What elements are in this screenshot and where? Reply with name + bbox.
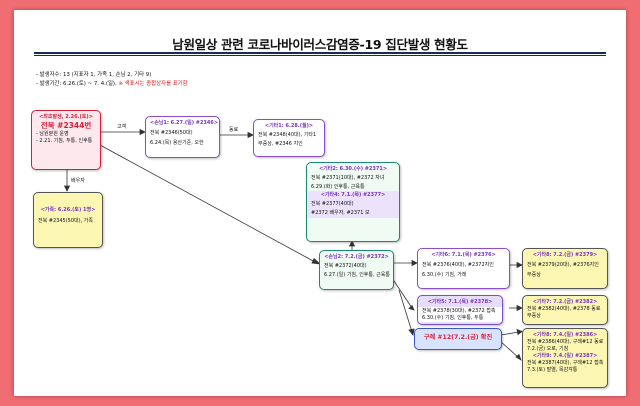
other6-line: 6.30.(수) 기침, 가래 [422, 271, 467, 278]
node-index-case[interactable]: <최초발생, 2.26.(토)> 전북 #2344번 - 남원분원 운영 - 2… [31, 110, 101, 170]
info-note: ※ 색표시는 종합상자를 표기함 [118, 81, 188, 87]
other1-header: <기타1: 6.28.(월)> [264, 123, 314, 129]
other2-line: 전북 #2371(10대), #2372 자녀 [311, 174, 385, 181]
other9-line: 7.2.(금) 오로, 기침 [527, 345, 569, 352]
other8-header: <기타8: 7.2.(금) #2379> [532, 252, 598, 258]
other5-line: 6.30.(수) 기침, 인후통, 두통 [422, 314, 484, 321]
other8-line: 전북 #2379(20대), #2376지인 [527, 261, 599, 268]
index-case-id: 전북 #2344번 [40, 120, 92, 130]
edge-label-customer: 고객 [117, 124, 127, 130]
index-line: - 남원분원 운영 [36, 130, 69, 137]
other4-line: 전북 #2377(40대) [311, 201, 354, 207]
edge-gurye-other10 [498, 339, 520, 359]
gurye-header: 구례 #12(7.2.(금) 확진 [423, 334, 493, 341]
diagram-frame: 남원일상 관련 코로나바이러스감염증-19 집단발생 현황도 - 발생자수: 1… [14, 10, 626, 396]
other5-details: 전북 #2378(30대), #2372 접촉 6.30.(수) 기침, 인후통… [418, 306, 502, 323]
other7-header: <기타7: 7.2.(금) #2382> [532, 299, 598, 305]
other4-section: <기타4: 7.1.(목) #2377> 전북 #2377(40대) #2372… [307, 191, 399, 218]
edge-label-spouse: 배우자 [71, 178, 85, 184]
edge-guest2-gurye [398, 289, 413, 333]
other5-header: <기타5: 7.1.(목) #2378> [427, 299, 493, 305]
other6-header: <기타6: 7.1.(목) #2376> [431, 252, 496, 258]
edge-guest2-other5 [391, 277, 413, 309]
guest1-header: <손님1: 6.27.(일) #2346> [150, 120, 219, 126]
other10-header: <기타9: 7.4.(일) #2387> [532, 353, 598, 360]
node-other2-other4[interactable]: <기타2: 6.30.(수) #2371> 전북 #2371(10대), #23… [306, 162, 400, 242]
guest1-line: 전북 #2346(50대) [150, 129, 193, 136]
other1-line: 전북 #2348(40대), 기타1 [258, 131, 317, 138]
other10-line: 전북 #2387(40대), 구례#12 접촉 [527, 360, 604, 366]
other7-line: 무증상 [527, 312, 541, 319]
info-case-count: - 발생자수: 13 (지표자 1, 가족 1, 손님 2, 기타 9) [36, 72, 152, 78]
other4-line: #2372 배우자, #2371 모 [311, 209, 370, 216]
edge-index-guest2 [99, 144, 316, 263]
guest1-line: 6.24.(목) 용산기준, 오한 [150, 139, 204, 146]
other5-line: 전북 #2378(30대), #2372 접촉 [422, 307, 496, 314]
guest2-line: 6.27.(일) 기침, 인후통, 근육통 [324, 271, 390, 278]
other2-line: 6.29.(화) 인후통, 근육통 [311, 183, 365, 190]
info-period-range: - 발생기간: 6.26.(토) ~ 7. 4.(일), [36, 81, 117, 87]
node-guest1[interactable]: <손님1: 6.27.(일) #2346> 전북 #2346(50대) 6.24… [145, 116, 220, 158]
other9-header: <기타8: 7.4.(일) #2386> [532, 332, 598, 338]
page-title: 남원일상 관련 코로나바이러스감염증-19 집단발생 현황도 [172, 37, 468, 52]
node-guest2[interactable]: <손님2: 7.2.(금) #2372> 전북 #2372(40대) 6.27.… [319, 250, 394, 290]
other1-line: 무증상, #2346 지인 [258, 140, 303, 147]
title-divider [34, 52, 606, 56]
edge-label-coworker: 동료 [229, 127, 239, 133]
node-other5[interactable]: <기타5: 7.1.(목) #2378> 전북 #2378(30대), #237… [417, 295, 503, 325]
node-other8[interactable]: <기타8: 7.2.(금) #2379> 전북 #2379(20대), #237… [522, 248, 608, 289]
guest2-line: 전북 #2372(40대) [324, 262, 367, 269]
guest2-header: <손님2: 7.2.(금) #2372> [324, 254, 389, 260]
index-line: - 2.21. 기침, 두통, 인후통 [36, 137, 93, 144]
other6-line: 전북 #2376(40대), #2372지인 [422, 261, 494, 268]
index-header: <최초발생, 2.26.(토)> [39, 114, 93, 120]
other9-line: 전북 #2386(40대), 구례#12 동료 [527, 338, 604, 345]
edge-gurye-other9 [500, 331, 520, 336]
node-other1[interactable]: <기타1: 6.28.(월)> 전북 #2348(40대), 기타1 무증상, … [253, 119, 325, 157]
node-other6[interactable]: <기타6: 7.1.(목) #2376> 전북 #2376(40대), #237… [417, 248, 510, 289]
other8-line: 무증상 [527, 271, 541, 278]
node-family[interactable]: <가족: 6.26.(토) 1명> 전북 #2345(50대), 가족 [33, 192, 103, 248]
node-other7[interactable]: <기타7: 7.2.(금) #2382> 전북 #2382(40대), #237… [522, 295, 608, 325]
node-gurye[interactable]: 구례 #12(7.2.(금) 확진 [414, 328, 502, 350]
connector-lines [63, 128, 523, 361]
other7-line: 전북 #2382(40대), #2378 동료 [527, 305, 601, 312]
other2-header: <기타2: 6.30.(수) #2371> [318, 166, 388, 172]
other4-header: <기타4: 7.1.(목) #2377> [320, 192, 386, 199]
node-other9-other10[interactable]: <기타8: 7.4.(일) #2386> 전북 #2386(40대), 구례#1… [522, 328, 608, 388]
family-line: 전북 #2345(50대), 가족 [38, 217, 93, 224]
info-period: - 발생기간: 6.26.(토) ~ 7. 4.(일), ※ 색표시는 종합상자… [36, 79, 188, 87]
other10-line: 7.3.(토) 발열, 목감각통 [527, 366, 578, 373]
family-header: <가족: 6.26.(토) 1명> [40, 207, 96, 213]
